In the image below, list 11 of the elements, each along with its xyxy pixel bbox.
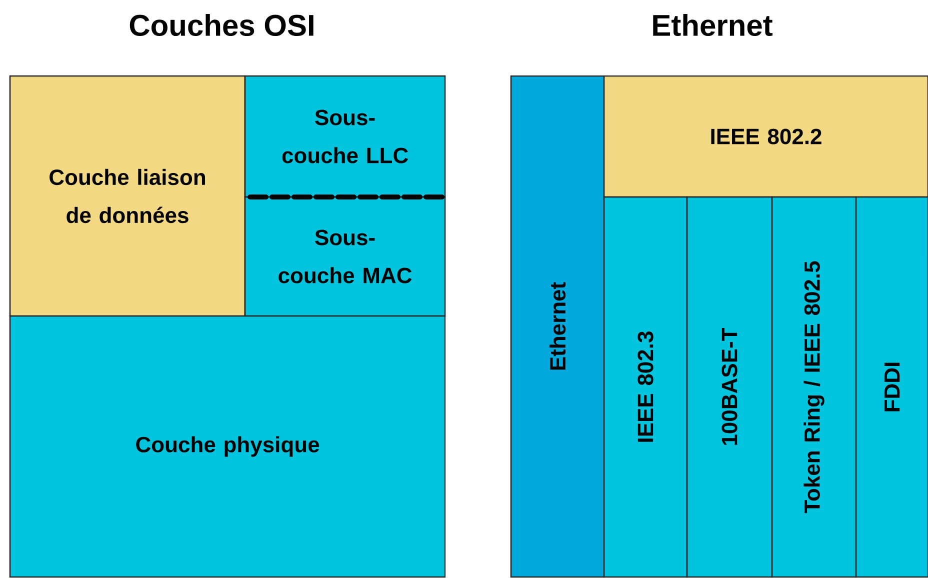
standard-column: IEEE 802.3: [603, 196, 688, 578]
standard-column: Token Ring / IEEE 802.5: [771, 196, 857, 578]
standard-column: Ethernet: [510, 75, 605, 578]
standard-column: FDDI: [855, 196, 928, 578]
standard-box: IEEE 802.2: [603, 75, 928, 198]
column-title: Couches OSI: [130, 14, 314, 36]
sublayer-box: Sous-couche LLC: [244, 75, 446, 198]
standard-column: 100BASE-T: [686, 196, 773, 578]
column-title: Ethernet: [653, 14, 772, 36]
layer-box: Couche liaison de données: [9, 75, 246, 317]
sublayer-box: Sous-couche MAC: [244, 196, 446, 317]
